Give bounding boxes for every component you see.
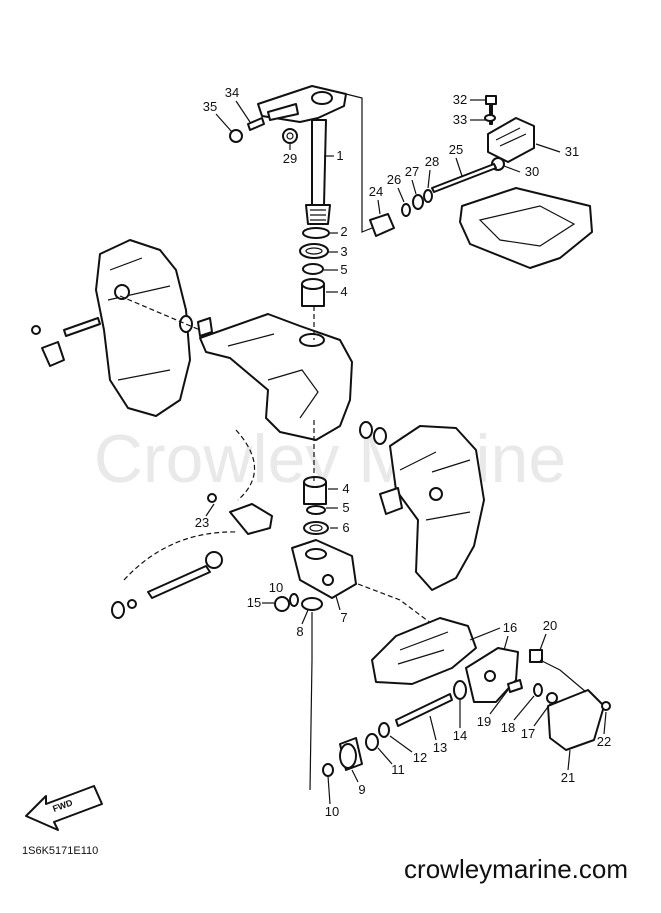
callout: 28	[425, 154, 439, 169]
clamp-handle-right	[379, 487, 403, 515]
callout: 13	[433, 740, 447, 755]
callout: 10	[325, 804, 339, 819]
grommet-24	[369, 213, 395, 237]
pin-19	[507, 679, 523, 693]
lower-clamp-housing	[371, 617, 477, 685]
callout: 18	[501, 720, 515, 735]
washer-2	[302, 227, 330, 239]
bolt-20	[529, 649, 543, 663]
bushing-9	[339, 737, 363, 771]
callout: 30	[525, 164, 539, 179]
callout: 21	[561, 770, 575, 785]
bushing-4-upper	[301, 278, 325, 307]
callout: 33	[453, 112, 467, 127]
callout: 26	[387, 172, 401, 187]
clamp-bracket-left	[95, 239, 191, 417]
diagram-code: 1S6K5171E110	[22, 845, 98, 857]
o-ring-5-upper	[302, 263, 324, 275]
callout: 34	[225, 85, 239, 100]
callout: 2	[340, 224, 347, 239]
callout: 22	[597, 734, 611, 749]
screw-22	[601, 701, 611, 711]
callout: 7	[340, 610, 347, 625]
callout: 31	[565, 144, 579, 159]
washer-10-lower	[322, 763, 334, 777]
website-label: crowleymarine.com	[404, 854, 628, 884]
bushing-4-lower	[303, 476, 327, 505]
lower-bracket-7	[291, 539, 357, 599]
callout: 3	[340, 244, 347, 259]
callout: 19	[477, 714, 491, 729]
swivel-bracket	[199, 313, 353, 441]
callout: 12	[413, 750, 427, 765]
washer-10-upper	[289, 593, 299, 607]
callout: 5	[340, 262, 347, 277]
callout: 27	[405, 164, 419, 179]
callout: 4	[340, 284, 347, 299]
callout: 29	[283, 151, 297, 166]
ground-strap-23	[207, 493, 273, 535]
washer-28	[423, 189, 433, 203]
washer-18	[533, 683, 543, 697]
clamp-bracket-right	[389, 425, 485, 591]
washer-14	[453, 680, 467, 700]
callout: 17	[521, 726, 535, 741]
callout: 10	[269, 580, 283, 595]
rod-25	[431, 163, 497, 193]
fwd-arrow-icon: FWD	[25, 785, 103, 831]
washer-12	[378, 722, 390, 738]
callout: 16	[503, 620, 517, 635]
callout: 25	[449, 142, 463, 157]
callout: 8	[296, 624, 303, 639]
washer-set-right	[359, 421, 387, 445]
o-ring-5-lower	[306, 505, 326, 515]
washer-26	[401, 203, 411, 217]
callout: 5	[342, 500, 349, 515]
callout: 9	[358, 782, 365, 797]
washer-set-left	[179, 315, 213, 337]
steering-shaft	[305, 119, 331, 225]
callout: 1	[336, 148, 343, 163]
watermark: Crowley Marine	[94, 421, 566, 497]
rod-13	[395, 693, 453, 727]
bracket-31	[487, 117, 535, 163]
steering-bracket	[257, 85, 347, 123]
washer-33	[484, 114, 496, 122]
plate-16	[465, 647, 519, 703]
washer-11	[365, 733, 379, 751]
nut-17	[546, 692, 558, 704]
callout: 6	[342, 520, 349, 535]
bolt-left	[31, 317, 101, 337]
clamp-handle-left	[41, 341, 65, 367]
callout: 4	[342, 481, 349, 496]
callout: 14	[453, 728, 467, 743]
cover-21	[547, 689, 605, 751]
bolt-lower-left	[111, 551, 223, 619]
callout: 11	[391, 762, 405, 777]
callout: 35	[203, 99, 217, 114]
callout: 24	[369, 184, 383, 199]
washer-3	[299, 243, 329, 259]
callout: 15	[247, 595, 261, 610]
top-cowling-plate	[459, 187, 593, 269]
nut-35	[229, 129, 243, 143]
nut-15	[274, 596, 290, 612]
washer-27	[412, 194, 424, 210]
callout: 32	[453, 92, 467, 107]
seal-6	[303, 521, 329, 535]
callouts: 1 2 3 5 4 35 34 29 32 33 31 30 25 28 27 …	[195, 85, 611, 819]
nut-29	[282, 128, 298, 144]
callout: 23	[195, 515, 209, 530]
callout: 20	[543, 618, 557, 633]
bolt-34	[247, 117, 265, 131]
washer-8	[301, 597, 323, 611]
